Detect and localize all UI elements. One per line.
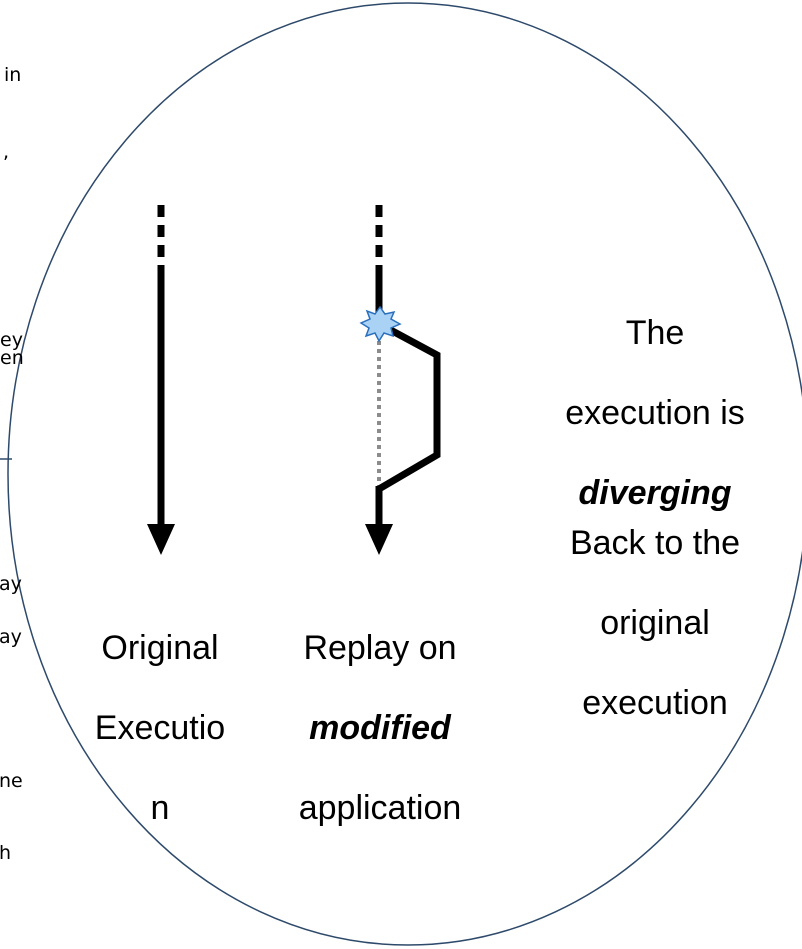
left-fragment-text: ay <box>0 573 22 595</box>
left-fragment-text: in <box>4 64 22 86</box>
left-fragment-text: en <box>0 347 24 369</box>
divergence-explanation: The execution is diverging <box>545 273 765 553</box>
left-fragment-text: ay <box>0 626 22 648</box>
original-label-line1: Original <box>101 629 219 667</box>
return-line1: Back to the <box>569 524 741 562</box>
original-execution-label: Original Executio n <box>60 588 260 868</box>
left-fragment-text: ne <box>0 770 23 792</box>
left-fragment-text: h <box>0 842 12 864</box>
left-fragment-text: , <box>3 141 10 163</box>
return-line3: execution <box>582 684 728 722</box>
enclosing-ellipse <box>7 2 802 946</box>
original-execution-arrow <box>147 205 175 555</box>
original-label-line2: Executio <box>94 709 226 747</box>
replay-label-line1: Replay on <box>303 629 457 667</box>
explanation-line1: The <box>625 314 685 352</box>
return-line2: original <box>600 604 710 642</box>
original-label-line3: n <box>150 789 170 827</box>
diverging-path <box>377 323 441 493</box>
explanation-line3: diverging <box>578 474 732 512</box>
replay-execution-arrow <box>365 205 441 555</box>
return-explanation: Back to the original execution <box>545 483 765 763</box>
starburst-icon <box>359 305 402 343</box>
left-fragment-text: ey <box>0 329 23 351</box>
replay-label-line2: modified <box>309 709 451 747</box>
replay-label-line3: application <box>298 789 462 827</box>
explanation-line2: execution is <box>565 394 745 432</box>
replay-label: Replay on modified application <box>260 588 500 868</box>
